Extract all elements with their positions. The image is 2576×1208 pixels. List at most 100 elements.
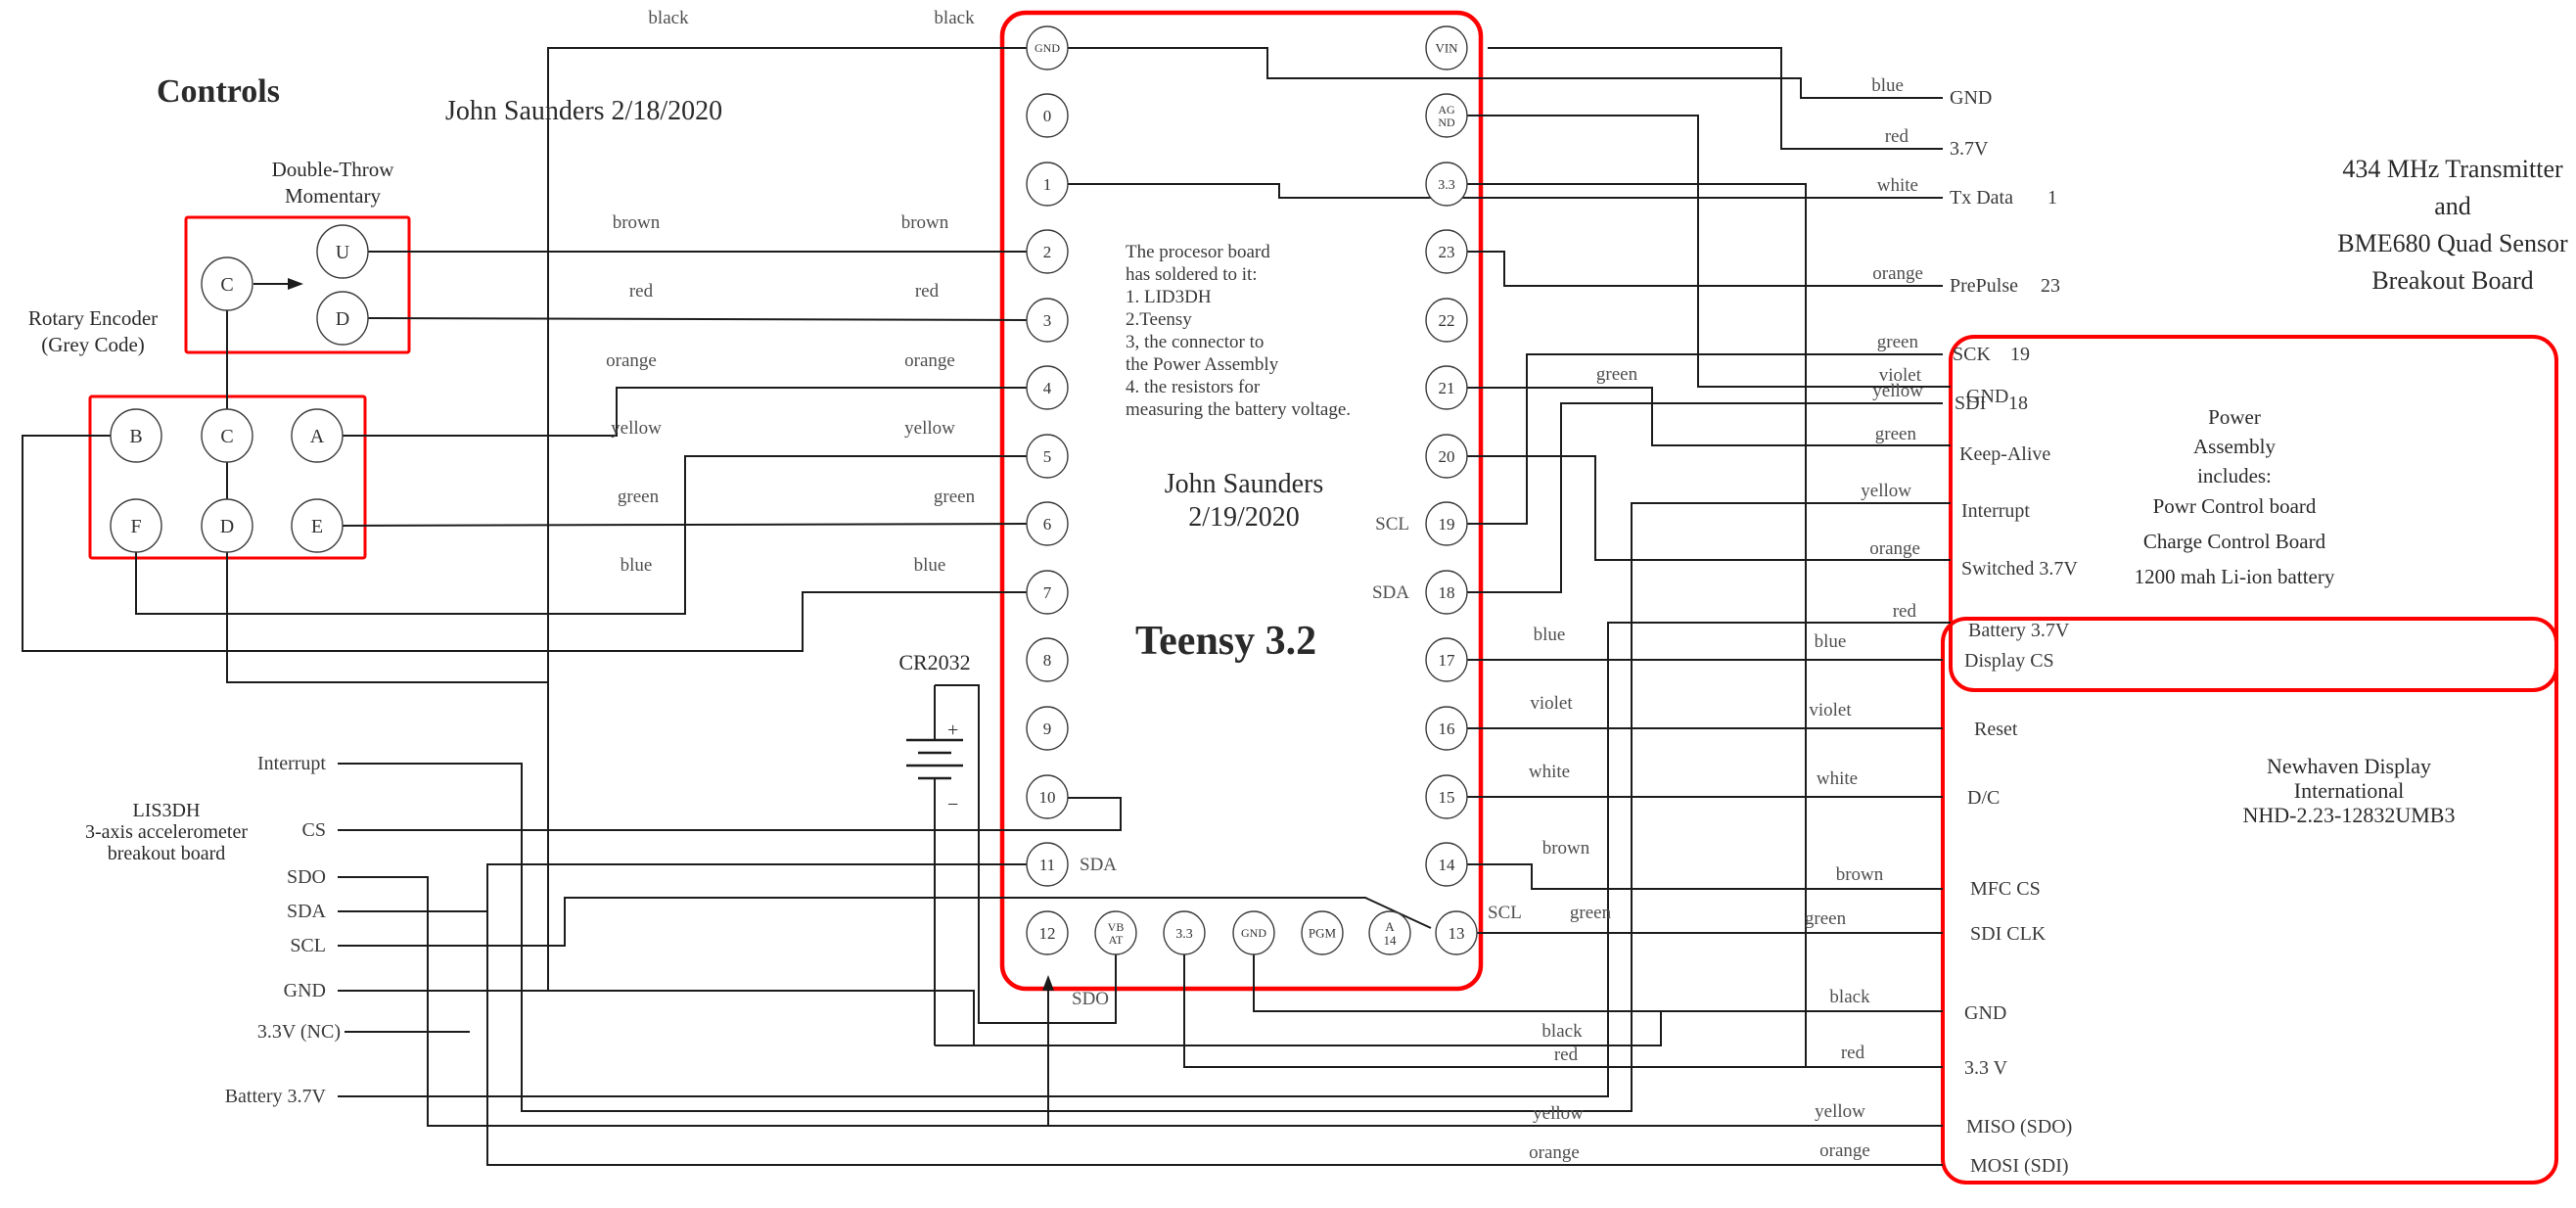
author-date-2: John Saunders xyxy=(1165,469,1324,499)
teensy-pin-note: SCL xyxy=(1488,903,1522,923)
momentary-switch-box xyxy=(184,215,411,354)
teensy-pin-21-circle xyxy=(1425,365,1468,410)
teensy-pin-20-label: 20 xyxy=(1439,447,1455,466)
wire-color-label: red xyxy=(1885,126,1909,147)
transmitter-pin-label: 19 xyxy=(2010,344,2030,365)
wire-color-label: green xyxy=(618,487,660,507)
lis3dh-pin-label: SDO xyxy=(287,866,326,888)
power-pin-label: Battery 3.7V xyxy=(1968,620,2070,641)
teensy-pin-note: SCL xyxy=(1375,514,1409,534)
rotary-contact-B-circle xyxy=(110,408,162,463)
lis3dh-pin-label: 3.3V (NC) xyxy=(257,1021,341,1043)
teensy-pin-AGND-label: AG xyxy=(1438,103,1455,116)
lis3dh-pin-label: CS xyxy=(302,819,326,841)
momentary-contact-C-circle xyxy=(201,256,253,311)
teensy-pin-GND-label: GND xyxy=(1241,926,1266,940)
wire-gnd-display xyxy=(1253,953,1943,1012)
teensy-pin-3.3-label: 3.3 xyxy=(1438,178,1455,193)
transmitter-pin-label: Tx Data xyxy=(1950,187,2013,209)
display-pin-label: MISO (SDO) xyxy=(1966,1116,2072,1138)
wire-pin20-switched xyxy=(1467,455,1951,561)
teensy-pin-13-label: 13 xyxy=(1449,924,1465,943)
wire-color-label: red xyxy=(1841,1043,1865,1063)
power-pin-label: Switched 3.7V xyxy=(1961,558,2078,580)
wire-pin19-sck xyxy=(1467,353,1943,525)
wire-battery37-power xyxy=(338,622,1951,1097)
teensy-pin-19-circle xyxy=(1425,501,1468,546)
teensy-note-line: the Power Assembly xyxy=(1126,354,1279,375)
wire-color-label: white xyxy=(1529,762,1570,782)
wire-vin-to-37v xyxy=(1488,47,1943,150)
transmitter-pin-label: 18 xyxy=(2008,393,2028,414)
teensy-pin-17-label: 17 xyxy=(1439,651,1456,670)
wire-color-label: brown xyxy=(901,212,949,233)
teensy-pin-17-circle xyxy=(1425,637,1468,682)
wire-color-label: orange xyxy=(606,350,657,371)
rotary-contact-D-label: D xyxy=(220,516,234,537)
momentary-contact-D-circle xyxy=(316,291,369,346)
wire-b-to-pin7 xyxy=(22,435,1027,652)
wire-color-label: blue xyxy=(1534,625,1566,645)
wire-33right-down xyxy=(1467,183,1807,1067)
wire-color-label: black xyxy=(1541,1021,1583,1042)
teensy-pin-6-label: 6 xyxy=(1043,515,1052,534)
teensy-pin-6-circle xyxy=(1026,501,1069,546)
teensy-pin-12-circle xyxy=(1026,910,1069,955)
teensy-note-line: 3, the connector to xyxy=(1126,332,1264,352)
momentary-contact-C-label: C xyxy=(220,274,233,296)
momentary-switch-label: Double-Throw xyxy=(272,158,395,181)
lis3dh-pin-label: SCL xyxy=(290,935,326,956)
display-pin-label: 3.3 V xyxy=(1964,1057,2008,1079)
wire-color-label: orange xyxy=(1872,263,1923,284)
wire-color-label: blue xyxy=(914,555,946,576)
wire-color-label: violet xyxy=(1809,700,1852,720)
teensy-pin-A14-label2: 14 xyxy=(1384,933,1398,948)
teensy-note-line: 1. LID3DH xyxy=(1126,287,1212,307)
teensy-pin-12-label: 12 xyxy=(1039,924,1056,943)
wire-color-label: black xyxy=(648,8,689,28)
teensy-pin-4-label: 4 xyxy=(1043,379,1052,397)
power-description: includes: xyxy=(2197,464,2272,488)
power-description: Charge Control Board xyxy=(2143,530,2326,553)
transmitter-pin-label: SDI xyxy=(1955,393,1986,414)
battery-minus: − xyxy=(947,794,958,815)
transmitter-pin-label: PrePulse xyxy=(1950,275,2018,297)
wire-color-label: white xyxy=(1877,175,1918,196)
teensy-pin-3-circle xyxy=(1026,298,1069,343)
rotary-contact-C-circle xyxy=(201,408,253,463)
teensy-note-line: has soldered to it: xyxy=(1126,264,1258,285)
teensy-pin-GND-label: GND xyxy=(1035,41,1060,55)
lis3dh-pin-label: SDA xyxy=(287,901,327,922)
power-description: 1200 mah Li-ion battery xyxy=(2135,565,2335,588)
rotary-contact-B-label: B xyxy=(129,426,142,447)
transmitter-description: and xyxy=(2434,192,2471,220)
display-description: International xyxy=(2294,778,2404,803)
wire-sda-pin11 xyxy=(338,863,1027,912)
wire-color-label: yellow xyxy=(1533,1103,1584,1124)
wire-color-label: yellow xyxy=(1815,1101,1865,1122)
wire-pin18-sdi xyxy=(1467,402,1943,593)
teensy-note-line: measuring the battery voltage. xyxy=(1126,399,1351,420)
transmitter-pin-label: 1 xyxy=(2047,187,2057,209)
teensy-pin-19-label: 19 xyxy=(1439,515,1455,534)
power-assembly-box xyxy=(1949,335,2558,692)
teensy-pin-2-label: 2 xyxy=(1043,243,1052,261)
teensy-pin-7-label: 7 xyxy=(1043,583,1052,602)
lis3dh-title: 3-axis accelerometer xyxy=(85,821,248,843)
lis3dh-title: LIS3DH xyxy=(133,800,201,821)
teensy-pin-note: SDA xyxy=(1080,855,1117,875)
rotary-contact-E-label: E xyxy=(311,516,323,537)
wire-color-label: yellow xyxy=(1861,481,1911,501)
wire-color-label: green xyxy=(1596,364,1638,385)
teensy-pin-note: SDO xyxy=(1072,989,1109,1009)
wire-f-to-pin5 xyxy=(135,455,1027,615)
rotary-encoder-label: (Grey Code) xyxy=(41,333,145,356)
display-pin-label: Reset xyxy=(1974,719,2018,740)
teensy-pin-9-label: 9 xyxy=(1043,720,1052,738)
teensy-pin-15-label: 15 xyxy=(1439,788,1455,807)
wire-sdo-miso xyxy=(338,876,1943,1127)
teensy-pin-9-circle xyxy=(1026,706,1069,751)
teensy-pin-note: SDA xyxy=(1372,582,1409,603)
teensy-pin-18-label: 18 xyxy=(1439,583,1455,602)
author-date-1: John Saunders 2/18/2020 xyxy=(445,96,722,126)
